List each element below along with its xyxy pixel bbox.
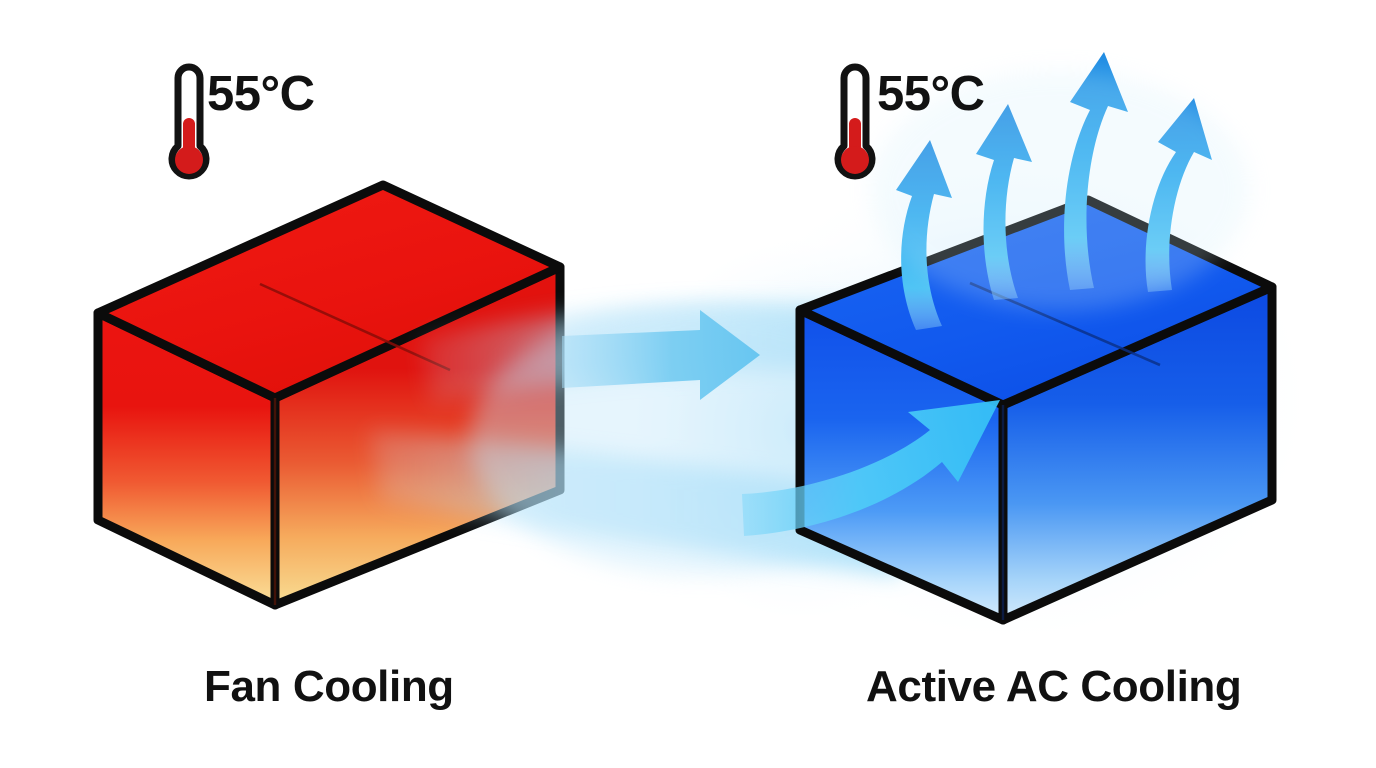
airflow-arrow-right-shape	[562, 310, 760, 400]
caption-active-ac-cooling: Active AC Cooling	[866, 662, 1242, 711]
airflow-arrow-right	[562, 310, 760, 400]
red-box-lid-seam	[259, 282, 451, 372]
caption-fan-cooling: Fan Cooling	[204, 662, 454, 711]
thermometer-left-bulb	[175, 146, 203, 174]
red-box-top-face	[93, 180, 565, 403]
intake-arrow-shape	[742, 400, 1000, 536]
thermometer-right-bulb	[841, 146, 869, 174]
thermometer-icon-right	[834, 63, 876, 180]
intake-arrow	[742, 400, 1000, 536]
temperature-label-fan: 55°C	[207, 67, 315, 121]
rising-arrows-group	[870, 52, 1250, 330]
rising-arrows-glow	[870, 70, 1250, 310]
thermometer-icon-left	[168, 63, 210, 180]
temperature-label-ac: 55°C	[877, 67, 985, 121]
